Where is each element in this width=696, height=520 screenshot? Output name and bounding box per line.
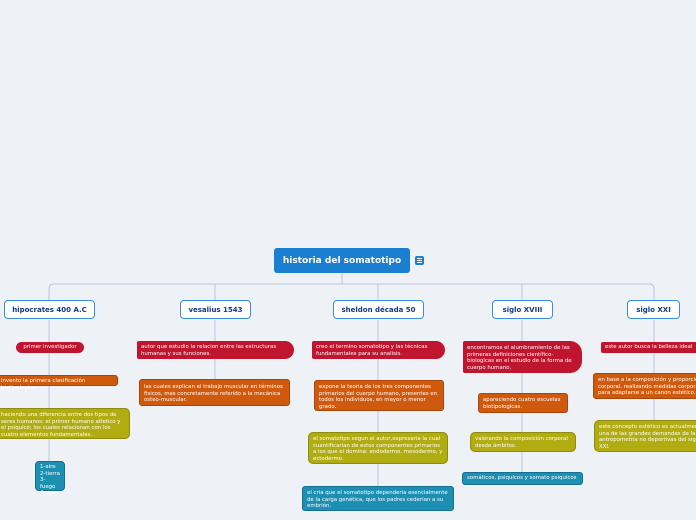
node-belleza-ideal[interactable]: este autor busca la belleza ideal (601, 342, 696, 353)
branch-title: sheldon década 50 (341, 305, 416, 314)
node-tres-componentes[interactable]: expone la teoria de los tres componentes… (314, 380, 444, 411)
branch-title: siglo XVIII (502, 305, 543, 314)
node-text: primer investigador (23, 344, 77, 350)
node-relacion-estructuras[interactable]: autor que estudio la relacion entre las … (137, 341, 294, 359)
node-text: en base a la composición y proporción co… (598, 377, 696, 397)
node-text: las cuales explican el trabajo muscular … (144, 384, 283, 404)
node-text: expone la teoria de los tres componentes… (319, 384, 438, 410)
branch-title: hipocrates 400 A.C (12, 305, 87, 314)
node-trabajo-muscular[interactable]: las cuales explican el trabajo muscular … (139, 379, 290, 406)
central-topic-label: historia del somatotipo (282, 255, 402, 266)
node-text: invento la primera clasificación biotipo… (1, 378, 86, 391)
node-text: el somatotipo segun el autor,expresaria … (313, 436, 443, 462)
branch-title: vesalius 1543 (188, 305, 243, 314)
node-composicion-corporal[interactable]: valorando la composición corporal desde … (470, 432, 576, 452)
node-diferencia-seres[interactable]: haciendo una diferencia entre dos tipos … (0, 408, 130, 439)
node-text: autor que estudio la relacion entre las … (141, 344, 277, 357)
note-icon[interactable] (415, 256, 424, 265)
central-topic[interactable]: historia del somatotipo (274, 248, 410, 273)
branch-title: siglo XXI (636, 305, 671, 314)
node-carga-genetica[interactable]: el cria que el somatotipo dependeria ese… (302, 486, 454, 511)
branch-vesalius[interactable]: vesalius 1543 (180, 300, 251, 319)
branch-sheldon[interactable]: sheldon década 50 (333, 300, 424, 319)
branch-siglo-xxi[interactable]: siglo XXI (627, 300, 680, 319)
node-text: somáticos, psiquicos y somato psiquicos (467, 475, 577, 481)
node-text: encontramos el alumbramiento de las prim… (467, 345, 572, 371)
node-text: el cria que el somatotipo dependeria ese… (307, 490, 448, 510)
node-alumbramiento[interactable]: encontramos el alumbramiento de las prim… (463, 341, 582, 373)
node-text: este concepto estético es actualmente un… (599, 424, 696, 450)
node-cuatro-escuelas[interactable]: apareciendo cuatro escuelas biotipologic… (478, 393, 568, 413)
node-primera-clasificacion[interactable]: invento la primera clasificación biotipo… (0, 375, 118, 391)
node-cuatro-elementos[interactable]: 1-aire 2-tierra 3-fuego 4-agua (35, 461, 65, 496)
node-text: 1-aire 2-tierra 3-fuego 4-agua (40, 464, 60, 497)
branch-hipocrates[interactable]: hipocrates 400 A.C (4, 300, 95, 319)
node-primer-investigador[interactable]: primer investigador (16, 342, 84, 353)
node-concepto-estetico[interactable]: este concepto estético es actualmente un… (594, 420, 696, 452)
branch-siglo-xviii[interactable]: siglo XVIII (492, 300, 553, 319)
node-text: apareciendo cuatro escuelas biotipologic… (483, 397, 561, 410)
node-text: haciendo una diferencia entre dos tipos … (1, 412, 121, 438)
node-text: valorando la composición corporal desde … (475, 436, 568, 449)
node-somaticos-psiquicos[interactable]: somáticos, psiquicos y somato psiquicos (462, 472, 583, 485)
node-text: este autor busca la belleza ideal (605, 344, 693, 350)
node-termino-somatotipo[interactable]: creo el termino somatotipo y las técnica… (312, 341, 445, 359)
node-cuantificacion[interactable]: el somatotipo segun el autor,expresaria … (308, 432, 448, 464)
node-composicion-proporcion[interactable]: en base a la composición y proporción co… (593, 373, 696, 399)
node-text: creo el termino somatotipo y las técnica… (316, 344, 428, 357)
